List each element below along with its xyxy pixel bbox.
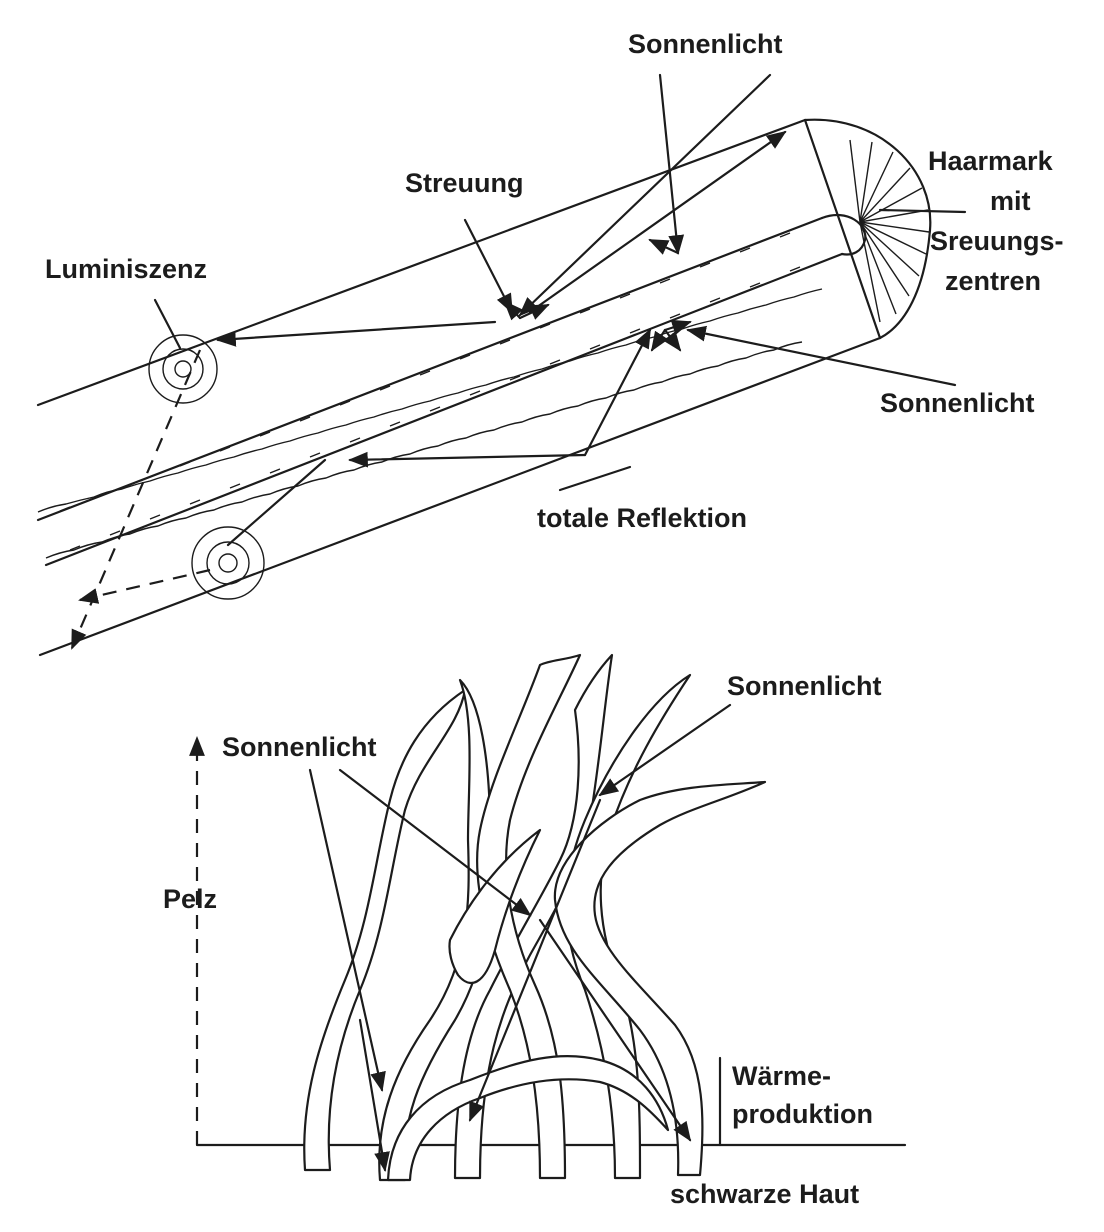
label-medulla-1: Haarmark — [928, 146, 1054, 176]
label-medulla-4: zentren — [945, 266, 1041, 296]
hair-6 — [553, 780, 767, 1177]
label-total-reflection: totale Reflektion — [537, 503, 747, 533]
fur-light-rays — [308, 703, 732, 1172]
label-heat-production-2: produktion — [732, 1099, 873, 1129]
label-medulla-2: mit — [990, 186, 1031, 216]
hair-shaft — [36, 118, 932, 657]
label-fur-sunlight-right: Sonnenlicht — [727, 671, 882, 701]
fur-hairs — [303, 653, 767, 1182]
luminescence-circle-lower — [191, 526, 265, 600]
top-light-rays — [153, 73, 967, 547]
label-heat-production-1: Wärme- — [732, 1061, 831, 1091]
hair-8 — [448, 828, 542, 985]
medulla-texture — [59, 232, 801, 551]
label-sunlight-top: Sonnenlicht — [628, 29, 783, 59]
hair-4 — [476, 653, 582, 1180]
label-black-skin: schwarze Haut — [670, 1179, 859, 1209]
label-fur-sunlight-left: Sonnenlicht — [222, 732, 377, 762]
label-sunlight-right: Sonnenlicht — [880, 388, 1035, 418]
hair-3 — [453, 653, 614, 1180]
label-medulla-3: Sreuungs- — [930, 226, 1064, 256]
luminescence-dashed-path-lower — [78, 568, 211, 604]
label-luminescence: Luminiszenz — [45, 254, 207, 284]
medulla-tip-hatching — [849, 139, 930, 323]
luminescence-circle-upper — [148, 334, 218, 404]
label-scattering: Streuung — [405, 168, 524, 198]
label-fur: Pelz — [163, 884, 217, 914]
